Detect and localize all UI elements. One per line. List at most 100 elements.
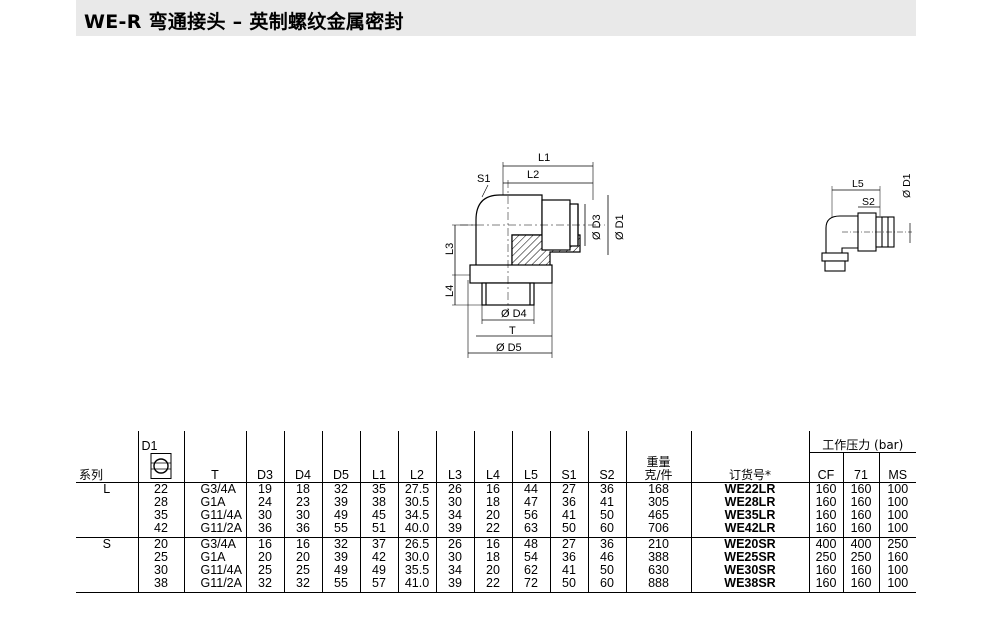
cell-weight: 168 (625, 482, 691, 496)
cell-t: G11/4A (183, 508, 246, 522)
header-d5: D5 (321, 452, 360, 482)
cell-d1: 28 (137, 495, 184, 509)
series-cell (76, 522, 138, 538)
cell-l5: 56 (511, 508, 550, 522)
header-d1-symbol (137, 452, 184, 482)
cell-s1: 27 (549, 537, 588, 551)
cell-order: WE38SR (690, 576, 809, 592)
cell-s2: 50 (587, 563, 626, 577)
cell-order: WE28LR (690, 495, 809, 509)
diameter-symbol-icon (150, 452, 172, 479)
series-cell: L (103, 481, 111, 496)
dim-label-l2: L2 (527, 169, 539, 181)
cell-weight: 210 (625, 537, 691, 551)
cell-s1: 50 (549, 576, 588, 592)
cell-t: G11/4A (183, 563, 246, 577)
cell-order: WE20SR (690, 537, 809, 551)
cell-d1: 22 (137, 482, 184, 496)
cell-s2: 46 (587, 550, 626, 564)
cell-order: WE22LR (690, 482, 809, 496)
cell-d3: 19 (245, 482, 284, 496)
header-weight: 重量 克/件 (625, 452, 691, 482)
cell-t: G11/2A (183, 576, 246, 592)
cell-s2: 60 (587, 576, 626, 592)
cell-s1: 41 (549, 563, 588, 577)
cell-t: G1A (183, 550, 246, 564)
cell-ms: 250 (878, 537, 917, 551)
cell-ms: 100 (878, 521, 917, 537)
cell-l1: 49 (359, 563, 398, 577)
header-d1: D1 (137, 431, 184, 453)
cell-d4: 20 (283, 550, 322, 564)
header-weight-top: 重量 (646, 454, 671, 469)
cell-l3: 26 (435, 537, 474, 551)
cell-l4: 20 (473, 563, 512, 577)
cell-l2: 30.0 (397, 550, 436, 564)
header-l3: L3 (435, 452, 474, 482)
header-l4: L4 (473, 452, 512, 482)
cell-cf: 160 (808, 508, 843, 522)
cell-d5: 55 (321, 521, 360, 537)
cell-l5: 63 (511, 521, 550, 537)
header-d3: D3 (245, 452, 284, 482)
dim-label-t: T (509, 325, 516, 337)
series-cell (76, 551, 138, 564)
cell-ms: 100 (878, 563, 917, 577)
cell-s1: 50 (549, 521, 588, 537)
specification-table: D1 工作压力 (bar) 系列 T D3 D4 D5 L1 L2 L3 L4 … (76, 431, 917, 593)
page-title: WE-R 弯通接头 – 英制螺纹金属密封 (84, 11, 404, 33)
cell-d3: 24 (245, 495, 284, 509)
dim-label-l1: L1 (538, 152, 550, 164)
cell-t: G1A (183, 495, 246, 509)
dim-label-l4: L4 (444, 285, 456, 297)
cell-l3: 34 (435, 508, 474, 522)
cell-d5: 32 (321, 482, 360, 496)
cell-p71: 160 (842, 508, 879, 522)
dim-label-d1: Ø D1 (614, 214, 626, 240)
header-d4: D4 (283, 452, 322, 482)
elbow-fitting-small-drawing: L5 S2 Ø D1 (821, 173, 913, 272)
cell-l3: 39 (435, 521, 474, 537)
cell-s2: 41 (587, 495, 626, 509)
cell-l5: 47 (511, 495, 550, 509)
cell-l4: 22 (473, 576, 512, 592)
cell-l1: 57 (359, 576, 398, 592)
title-bar: WE-R 弯通接头 – 英制螺纹金属密封 (76, 0, 916, 36)
cell-t: G11/2A (183, 521, 246, 537)
cell-d5: 49 (321, 508, 360, 522)
cell-weight: 305 (625, 495, 691, 509)
cell-cf: 160 (808, 482, 843, 496)
series-cell: S (102, 536, 111, 551)
cell-d1: 20 (137, 537, 184, 551)
series-cell (76, 496, 138, 509)
cell-weight: 388 (625, 550, 691, 564)
cell-l3: 39 (435, 576, 474, 592)
header-s1: S1 (549, 452, 588, 482)
header-order: 订货号* (690, 452, 809, 482)
cell-ms: 100 (878, 482, 917, 496)
cell-d4: 36 (283, 521, 322, 537)
cell-d1: 38 (137, 576, 184, 592)
cell-d1: 25 (137, 550, 184, 564)
dim-label-d3: Ø D3 (591, 214, 603, 240)
cell-s2: 60 (587, 521, 626, 537)
cell-t: G3/4A (183, 537, 246, 551)
elbow-fitting-drawing: L1 L2 S1 Ø D4 T Ø D5 L3 L4 Ø D3 Ø D1 (444, 152, 626, 358)
cell-p71: 160 (842, 563, 879, 577)
cell-cf: 160 (808, 495, 843, 509)
header-l2: L2 (397, 452, 436, 482)
cell-l1: 42 (359, 550, 398, 564)
cell-cf: 250 (808, 550, 843, 564)
cell-l2: 26.5 (397, 537, 436, 551)
cell-p71: 250 (842, 550, 879, 564)
header-l1: L1 (359, 452, 398, 482)
cell-d4: 23 (283, 495, 322, 509)
dim-label-d1-small: Ø D1 (901, 173, 913, 198)
cell-l5: 48 (511, 537, 550, 551)
cell-d1: 42 (137, 521, 184, 537)
cell-l5: 54 (511, 550, 550, 564)
